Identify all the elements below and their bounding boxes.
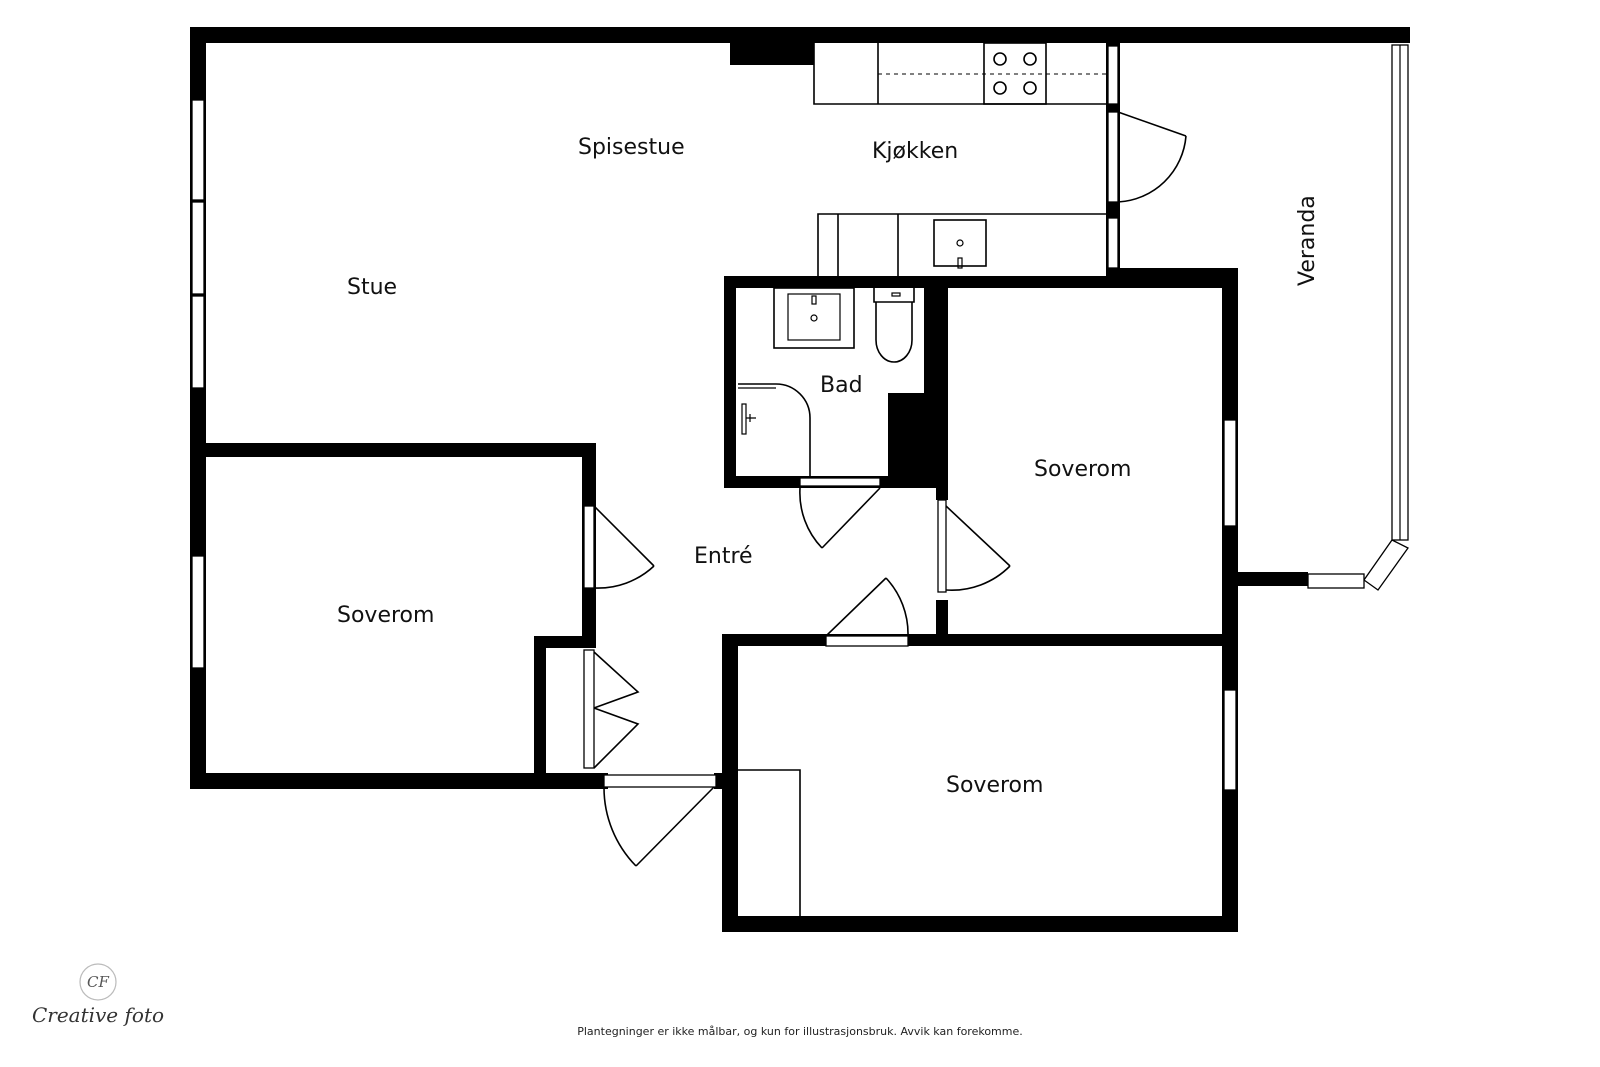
logo-circle-icon [79, 963, 117, 1001]
room-label-stue: Stue [347, 275, 397, 300]
room-label-kjokken: Kjøkken [872, 139, 958, 164]
logo-name: Creative foto [32, 1003, 164, 1027]
kitchen-fixtures [813, 42, 1106, 276]
creative-foto-logo: CF Creative foto [32, 963, 164, 1027]
stove-icon [983, 42, 1047, 105]
logo-monogram: CF [87, 973, 109, 991]
room-label-entre: Entré [694, 544, 753, 569]
room-label-bad: Bad [820, 373, 863, 398]
kitchen-sink-icon [933, 219, 987, 267]
shower-icon [738, 383, 811, 476]
room-label-soverom-bottom: Soverom [946, 773, 1043, 798]
room-label-veranda: Veranda [1295, 195, 1320, 286]
disclaimer-text: Plantegninger er ikke målbar, og kun for… [577, 1025, 1023, 1038]
room-label-spisestue: Spisestue [578, 135, 685, 160]
doors [583, 111, 1187, 867]
bathroom-sink-icon [773, 287, 855, 349]
wardrobe [738, 769, 801, 916]
toilet-icon [873, 288, 915, 363]
room-label-soverom-left: Soverom [337, 603, 434, 628]
bathroom-fixtures [738, 287, 915, 476]
windows [191, 44, 1409, 791]
room-label-soverom-right: Soverom [1034, 457, 1131, 482]
